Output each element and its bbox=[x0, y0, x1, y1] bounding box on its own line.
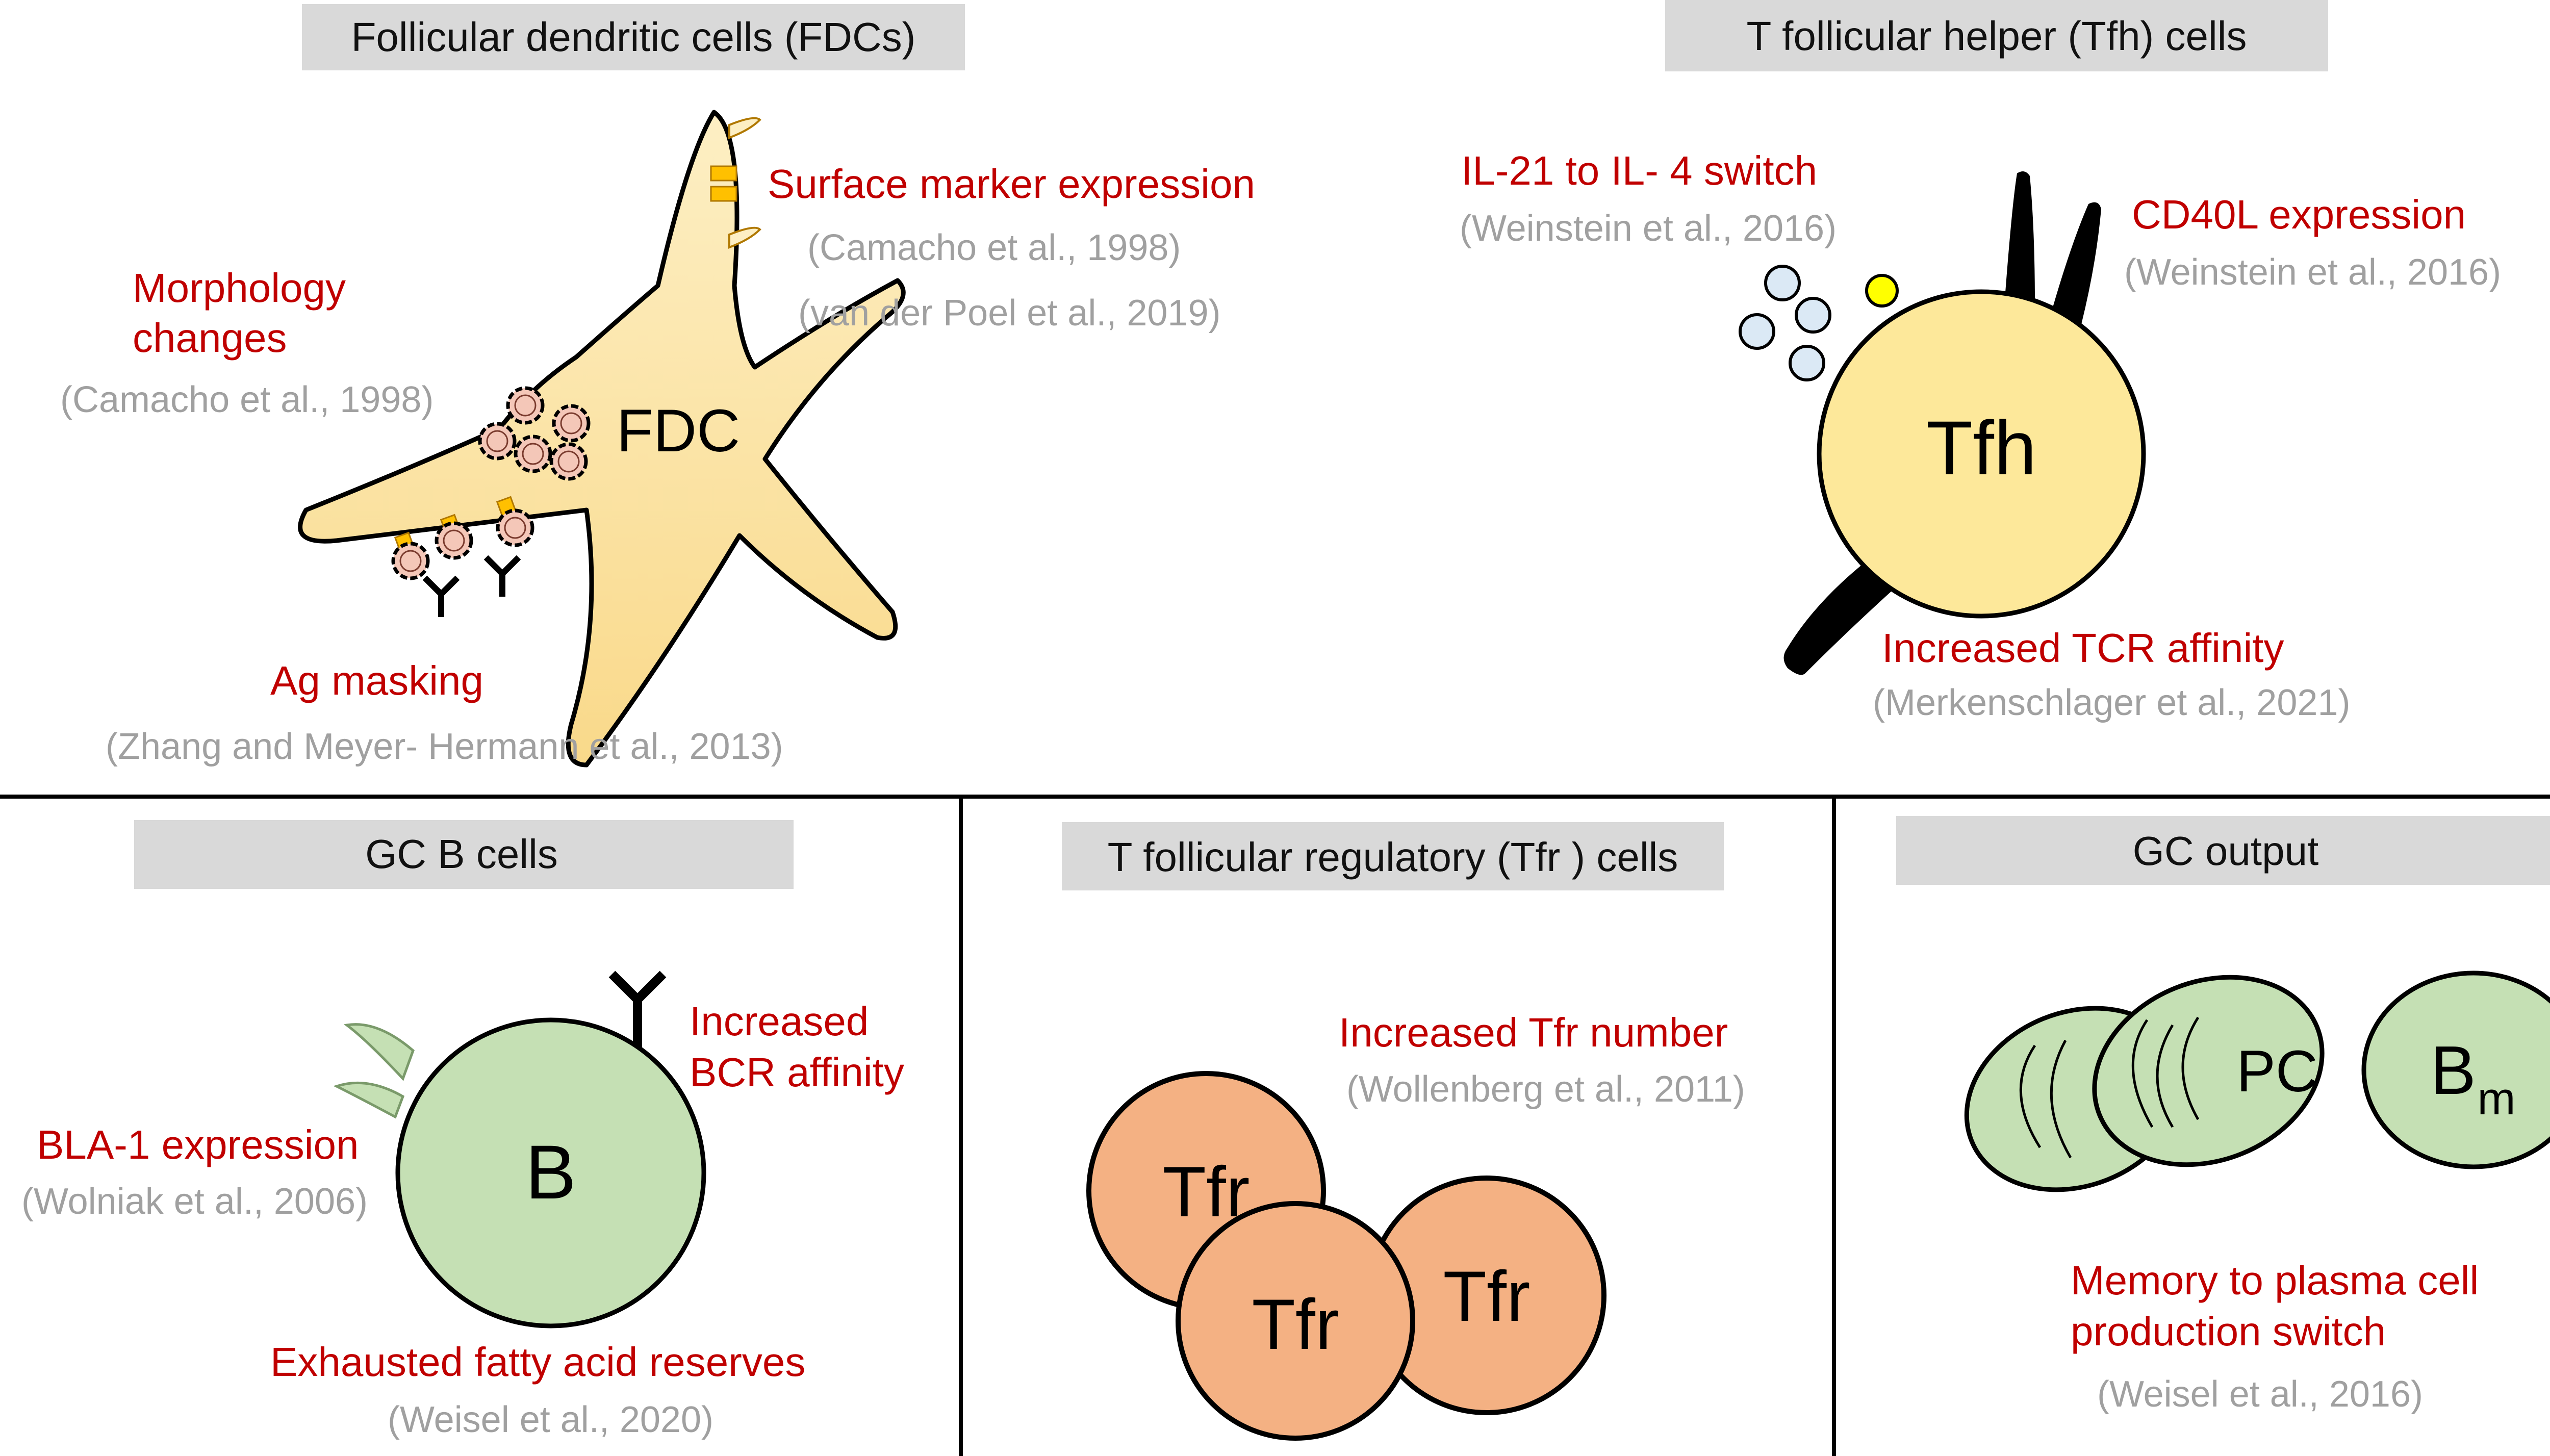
panel-fdc: Follicular dendritic cells (FDCs) bbox=[60, 4, 1255, 768]
tfr-number-ref: (Wollenberg et al., 2011) bbox=[1346, 1069, 1745, 1110]
gcb-bla1-ref: (Wolniak et al., 2006) bbox=[21, 1181, 368, 1222]
gcout-plasma-cell-front bbox=[2092, 975, 2325, 1167]
panel-gcout: GC output PC B m Memory to plasma cell p… bbox=[1896, 816, 2550, 1415]
panel-tfh: T follicular helper (Tfh) cells Tfh IL-2… bbox=[1460, 0, 2501, 723]
fdc-ag-masking-label: Ag masking bbox=[270, 658, 483, 703]
tfr-header: T follicular regulatory (Tfr ) cells bbox=[1108, 834, 1678, 880]
fdc-cell-label: FDC bbox=[617, 397, 741, 465]
gcb-bcr-label-2: BCR affinity bbox=[690, 1050, 904, 1095]
gcout-switch-ref: (Weisel et al., 2016) bbox=[2097, 1374, 2423, 1415]
gcb-header-bg bbox=[134, 820, 794, 889]
gcout-bm-label: B bbox=[2430, 1032, 2476, 1109]
gcb-bla1-label: BLA-1 expression bbox=[37, 1122, 359, 1167]
gcout-switch-label-1: Memory to plasma cell bbox=[2071, 1258, 2479, 1303]
tfh-il21-label: IL-21 to IL- 4 switch bbox=[1461, 148, 1817, 193]
tfr-cell-2-label: Tfr bbox=[1252, 1284, 1339, 1364]
fdc-cell-shape bbox=[298, 110, 906, 768]
fdc-ag-masking-ref: (Zhang and Meyer- Hermann et al., 2013) bbox=[106, 726, 783, 767]
gcb-fatty-acid-label: Exhausted fatty acid reserves bbox=[270, 1339, 805, 1385]
tfr-header-bg bbox=[1062, 822, 1724, 890]
gcb-bla1-lower bbox=[333, 1081, 405, 1119]
panel-dividers bbox=[0, 795, 2550, 1456]
fdc-morphology-ref: (Camacho et al., 1998) bbox=[60, 379, 434, 420]
gcout-bm-subscript: m bbox=[2478, 1074, 2516, 1125]
tfh-tcr-label: Increased TCR affinity bbox=[1882, 625, 2284, 671]
fdc-surface-marker-ref-1: (Camacho et al., 1998) bbox=[807, 227, 1181, 268]
gcout-switch-label-2: production switch bbox=[2071, 1309, 2386, 1354]
fdc-surface-marker-ref-2: (van der Poel et al., 2019) bbox=[798, 293, 1221, 334]
tfh-cd40l-right bbox=[2050, 202, 2101, 326]
tfh-il21-ref: (Weinstein et al., 2016) bbox=[1460, 208, 1837, 249]
gcout-header-bg bbox=[1896, 816, 2550, 885]
tfr-number-label: Increased Tfr number bbox=[1339, 1010, 1728, 1055]
fdc-surface-marker-label: Surface marker expression bbox=[768, 161, 1255, 207]
tfh-cell-body bbox=[1817, 289, 2146, 619]
tfh-header-bg bbox=[1665, 0, 2328, 71]
fdc-surface-markers bbox=[710, 117, 761, 249]
gcb-bla1-upper bbox=[343, 1023, 415, 1081]
gcb-fatty-acid-ref: (Weisel et al., 2020) bbox=[388, 1399, 713, 1440]
tfh-cytokines bbox=[1739, 265, 1899, 381]
fdc-morphology-label-1: Morphology bbox=[133, 265, 346, 311]
gcout-header: GC output bbox=[2133, 828, 2319, 874]
tfr-cell-3-label: Tfr bbox=[1443, 1256, 1530, 1336]
gcout-memory-b-cell bbox=[2361, 970, 2550, 1169]
tfh-cd40l-ref: (Weinstein et al., 2016) bbox=[2124, 252, 2501, 293]
gcb-cell-label: B bbox=[525, 1129, 576, 1215]
gcb-bcr-label-1: Increased bbox=[690, 999, 869, 1044]
fdc-header-bg bbox=[302, 4, 965, 70]
tfh-cd40l-left bbox=[2004, 171, 2035, 306]
fdc-morphology-label-2: changes bbox=[133, 315, 287, 361]
panel-gcb: GC B cells B Increased BCR affinity BLA-… bbox=[21, 820, 904, 1440]
panel-tfr: T follicular regulatory (Tfr ) cells Tfr… bbox=[1062, 822, 1745, 1441]
gcb-cell-body bbox=[395, 1017, 706, 1329]
gcout-pc-label: PC bbox=[2236, 1039, 2318, 1104]
tfh-cd40l-label: CD40L expression bbox=[2132, 192, 2466, 237]
gcb-header: GC B cells bbox=[365, 831, 558, 877]
fdc-header: Follicular dendritic cells (FDCs) bbox=[351, 14, 916, 60]
tfh-cell-label: Tfh bbox=[1926, 405, 2037, 491]
tfh-header: T follicular helper (Tfh) cells bbox=[1746, 13, 2247, 59]
tfh-tcr bbox=[1783, 561, 1902, 675]
tfr-cell-2 bbox=[1176, 1201, 1415, 1441]
tfh-tcr-ref: (Merkenschlager et al., 2021) bbox=[1873, 682, 2350, 723]
